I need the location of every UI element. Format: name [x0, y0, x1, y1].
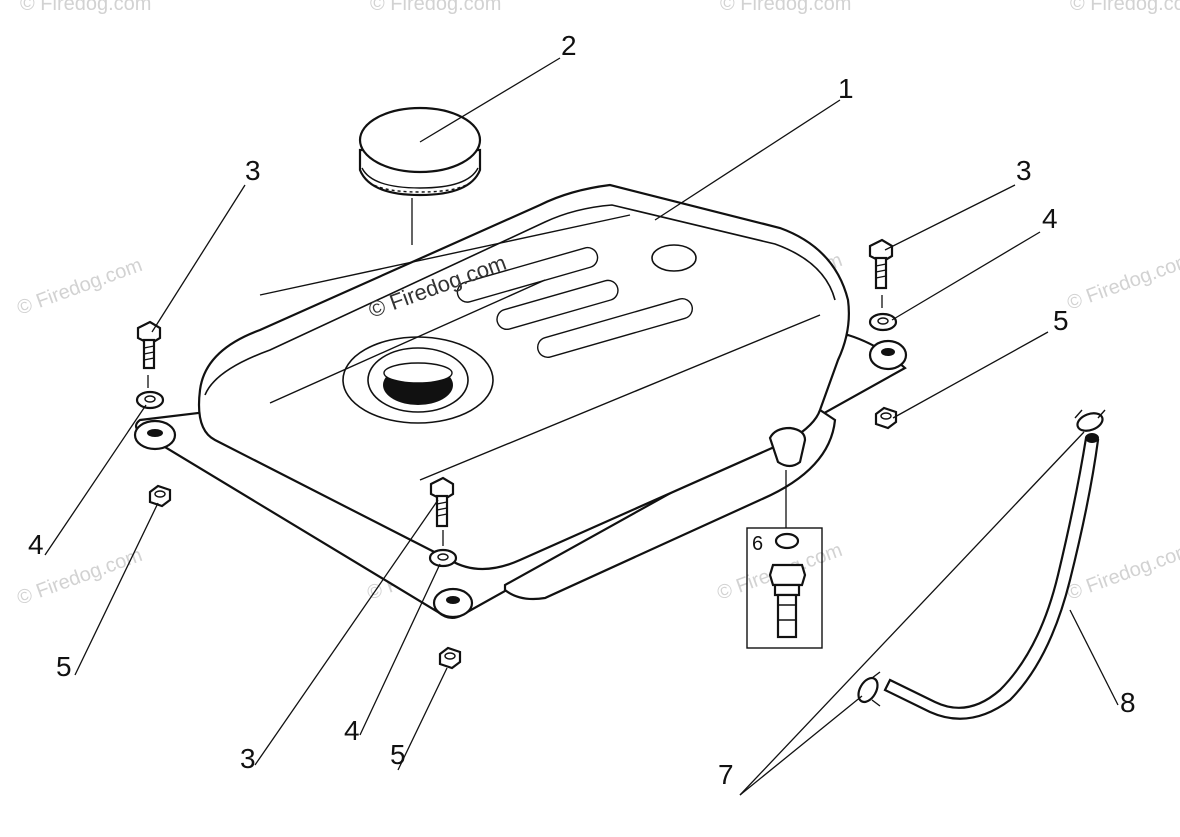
fuel-valve — [768, 532, 807, 639]
tank-slot — [456, 246, 599, 303]
callout-fuel-valve: 6 — [752, 533, 763, 555]
callout-hose-clamps: 7 — [718, 759, 734, 790]
callout-cap: 2 — [561, 30, 577, 61]
grommet-right — [868, 339, 908, 371]
filler-neck — [367, 347, 469, 413]
tank-drain-boss — [768, 426, 807, 468]
fuel-valve-box — [746, 527, 823, 649]
washer-left — [135, 390, 165, 410]
fuel-hose — [883, 436, 1100, 720]
watermark: © Firedog.com — [370, 0, 501, 15]
callout-nut-front: 5 — [390, 739, 406, 770]
fuel-cap — [358, 106, 482, 197]
fuel-tank — [197, 183, 850, 570]
callout-nut-left: 5 — [56, 651, 72, 682]
washer-right — [868, 312, 898, 332]
hose-clamp-top — [1074, 409, 1106, 432]
callout-washer-left: 4 — [28, 529, 44, 560]
tank-edge-line — [269, 279, 546, 404]
leader-lines — [44, 57, 1119, 796]
callout-bolt-left: 3 — [245, 155, 261, 186]
bolt-left — [136, 320, 162, 370]
watermark: © Firedog.com — [20, 0, 151, 15]
callout-washer-right: 4 — [1042, 203, 1058, 234]
callout-tank: 1 — [838, 73, 854, 104]
callout-washer-front: 4 — [344, 715, 360, 746]
callout-labels: 2 1 3 3 4 5 4 5 3 4 5 6 7 8 — [28, 30, 1136, 790]
filler-neck-recess — [342, 336, 494, 424]
tank-slot — [496, 279, 619, 331]
nut-left — [148, 484, 172, 508]
fuel-hose-end — [1085, 433, 1099, 443]
watermark: © Firedog.com — [1070, 0, 1180, 15]
tank-vent-oval — [651, 244, 697, 272]
tank-top-surface — [204, 204, 836, 396]
nut-right — [874, 406, 898, 430]
callout-fuel-hose: 8 — [1120, 687, 1136, 718]
washer-front — [428, 548, 458, 568]
bolt-right — [868, 238, 894, 290]
callout-bolt-front: 3 — [240, 743, 256, 774]
hose-clamp-bottom — [857, 671, 881, 707]
nut-front — [438, 646, 462, 670]
watermark: © Firedog.com — [14, 254, 145, 320]
tank-edge-line — [419, 314, 821, 481]
watermark: © Firedog.com — [720, 0, 851, 15]
callout-bolt-right: 3 — [1016, 155, 1032, 186]
filler-neck-rim — [383, 362, 453, 384]
watermark: © Firedog.com — [1064, 249, 1180, 315]
bolt-front — [429, 476, 455, 528]
tank-slot — [537, 298, 693, 358]
callout-nut-right: 5 — [1053, 305, 1069, 336]
grommet-front — [432, 587, 474, 619]
watermark: © Firedog.com — [1064, 539, 1180, 605]
tank-edge-line — [259, 214, 631, 296]
grommet-left — [133, 419, 177, 451]
